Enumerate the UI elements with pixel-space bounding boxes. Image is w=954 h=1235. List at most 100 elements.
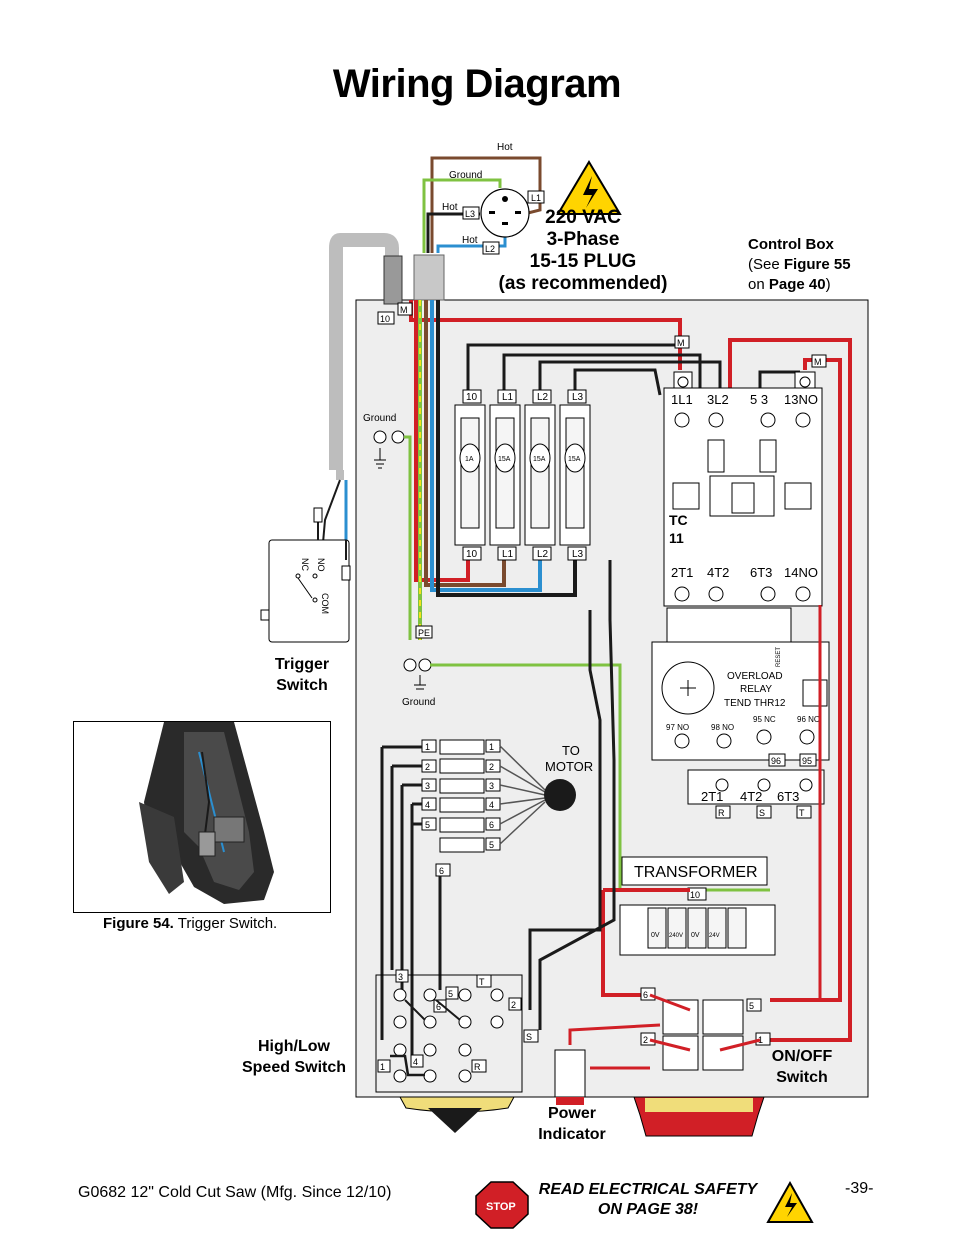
trigger-switch-label-2: Switch xyxy=(276,677,328,694)
power-indicator-body xyxy=(554,1049,586,1098)
speed-tag-4: 4 xyxy=(413,1057,418,1067)
plug-spec-line-1: 220 VAC xyxy=(545,207,621,228)
speed-switch-label-2: Speed Switch xyxy=(241,1059,347,1076)
speed-tag-2: 2 xyxy=(511,1000,516,1010)
page-number: -39- xyxy=(845,1180,874,1197)
contactor-tag-m-right: M xyxy=(814,357,822,367)
overload-tag-s: S xyxy=(759,808,765,818)
fuse-rating-1: 1A xyxy=(465,456,474,463)
control-box-close: ) xyxy=(825,276,831,293)
motor-right-tag-1: 1 xyxy=(489,742,494,752)
trigger-switch-body: NC NO COM xyxy=(260,539,350,643)
fuse-top-tag-3: L2 xyxy=(537,392,549,403)
fuse-rating-4: 15A xyxy=(568,456,581,463)
stop-sign-icon xyxy=(475,1181,529,1229)
trigger-com-label: COM xyxy=(320,593,330,614)
transformer-terminal-24v: 24V xyxy=(709,933,720,939)
motor-left-tag-3: 3 xyxy=(425,781,430,791)
contactor-model-line2: 11 xyxy=(669,530,684,546)
plug-spec-line-2: 3-Phase xyxy=(546,229,620,250)
plug-spec-line-4: (as recommended) xyxy=(498,273,668,294)
overload-relay: OVERLOAD RELAY TEND THR12 RESET 97 NO 98… xyxy=(651,607,830,819)
plug-ground-label: Ground xyxy=(449,170,482,181)
overload-terminal-4: 4T2 xyxy=(740,789,762,804)
control-box-see: (See xyxy=(748,256,784,273)
speed-tag-3: 3 xyxy=(398,972,403,982)
fuse-rating-3: 15A xyxy=(533,456,546,463)
onoff-switch-label-2: Switch xyxy=(776,1069,828,1086)
speed-tag-6: 6 xyxy=(436,1002,441,1012)
plug-hot-label-left: Hot xyxy=(442,202,458,213)
contactor-model-line1: TC xyxy=(669,512,688,528)
contactor-terminal-14: 14NO xyxy=(784,565,818,580)
fuse-top-tag-4: L3 xyxy=(572,392,584,403)
contactor-terminal-2: 2T1 xyxy=(671,565,693,580)
ground-label-bottom: Ground xyxy=(402,697,435,708)
footer-safety-line-2: ON PAGE 38! xyxy=(597,1201,699,1218)
plug-spec-line-3: 15-15 PLUG xyxy=(529,251,637,272)
trigger-switch-photo xyxy=(73,721,331,913)
overload-tag-t: T xyxy=(799,808,805,818)
plug-hot-label-top: Hot xyxy=(497,142,513,153)
overload-tag-96: 96 xyxy=(771,756,781,766)
control-box-figure-ref[interactable]: Figure 55 xyxy=(783,256,851,273)
fuse-top-tag-1: 10 xyxy=(466,392,478,403)
overload-terminal-6: 6T3 xyxy=(777,789,799,804)
ground-label-top: Ground xyxy=(363,413,396,424)
figure-label: Figure 54. xyxy=(103,915,174,932)
control-box-on: on xyxy=(748,276,769,293)
motor-left-tag-6: 6 xyxy=(439,866,444,876)
motor-right-tag-4: 4 xyxy=(489,800,494,810)
onoff-tag-5: 5 xyxy=(749,1001,754,1011)
motor-right-tag-3: 3 xyxy=(489,781,494,791)
onoff-tag-2: 2 xyxy=(643,1035,648,1045)
contactor-terminal-4: 4T2 xyxy=(707,565,729,580)
figure-caption-text: Trigger Switch. xyxy=(173,915,278,932)
transformer-label: TRANSFORMER xyxy=(634,864,758,881)
fuse-bottom-tag-1: 10 xyxy=(466,549,478,560)
plug-hot-label-bottom: Hot xyxy=(462,235,478,246)
footer-safety-line-1: READ ELECTRICAL SAFETY xyxy=(538,1181,758,1198)
power-indicator-label-1: Power xyxy=(547,1105,596,1122)
fuse-bottom-tag-2: L1 xyxy=(502,549,514,560)
overload-contact-95: 95 NC xyxy=(753,715,776,724)
control-box-note: Control Box (See Figure 55 on Page 40) xyxy=(748,235,851,295)
contactor-terminal-5: 5 3 xyxy=(750,392,768,407)
speed-tag-t: T xyxy=(479,977,485,987)
transformer-terminal-0v-b: 0V xyxy=(691,932,700,939)
transformer-terminal-240v: 240V xyxy=(669,933,683,939)
to-motor-label-1: TO xyxy=(562,743,580,758)
speed-switch-label: High/Low Speed Switch xyxy=(226,1036,362,1078)
to-motor-label-2: MOTOR xyxy=(545,759,593,774)
speed-switch-contacts: 3 T 5 6 2 S 1 4 R xyxy=(375,969,539,1093)
onoff-tag-1: 1 xyxy=(758,1035,763,1045)
motor-left-tag-5: 5 xyxy=(425,820,430,830)
plug-spec-title: 220 VAC 3-Phase 15-15 PLUG (as recommend… xyxy=(478,207,688,295)
overload-tag-r: R xyxy=(718,808,725,818)
fuse-top-tag-2: L1 xyxy=(502,392,514,403)
overload-terminal-2: 2T1 xyxy=(701,789,723,804)
onoff-switch-label-1: ON/OFF xyxy=(771,1048,833,1065)
power-cable xyxy=(329,233,399,470)
figure-caption: Figure 54. Trigger Switch. xyxy=(103,915,277,932)
power-indicator-label: Power Indicator xyxy=(524,1103,620,1145)
contactor-terminal-3: 3L2 xyxy=(707,392,729,407)
overload-text-2: RELAY xyxy=(740,684,772,695)
ground-symbol-icon-2 xyxy=(414,675,426,690)
control-box-title: Control Box xyxy=(748,236,834,253)
overload-contact-97: 97 NO xyxy=(666,723,689,732)
cable-strain-relief xyxy=(383,255,403,305)
transformer: TRANSFORMER 10 0V 240V 0V 24V xyxy=(619,856,776,956)
speed-switch-label-1: High/Low xyxy=(258,1038,330,1055)
speed-tag-r: R xyxy=(474,1062,481,1072)
motor-right-tag-2: 2 xyxy=(489,762,494,772)
transformer-tag-10: 10 xyxy=(690,890,700,900)
speed-tag-5: 5 xyxy=(448,989,453,999)
speed-tag-s: S xyxy=(526,1032,532,1042)
plug-terminal-l1: L1 xyxy=(531,193,541,203)
control-box-page-ref[interactable]: Page 40 xyxy=(768,276,826,293)
plug-terminal-l3: L3 xyxy=(465,209,475,219)
onoff-tag-6: 6 xyxy=(643,990,648,1000)
power-indicator-label-2: Indicator xyxy=(538,1126,606,1143)
